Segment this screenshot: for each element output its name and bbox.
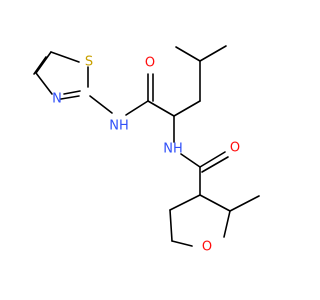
sulfur-atom-label: S	[85, 55, 93, 70]
bond-c5-c4-double	[33, 56, 47, 75]
ring-oxygen-label: O	[202, 240, 212, 255]
bond-c-amide1-ca	[147, 100, 175, 117]
bond-ch-me1	[175, 46, 201, 62]
carbonyl-oxygen-label-2: O	[230, 141, 240, 156]
bond-o-c5ring	[171, 240, 193, 247]
molecule-canvas: S N NH O NH O O	[33, 45, 260, 255]
bond-c4-n3	[35, 72, 53, 95]
bond-c5-c4	[35, 51, 52, 74]
bond-n3-c2	[63, 90, 81, 95]
molecule-structure: S N NH O NH O O	[33, 45, 260, 255]
carbonyl-oxygen-label-1: O	[145, 56, 155, 71]
bond-s1-c5	[50, 51, 80, 63]
bond-n3-c2-double	[60, 95, 80, 100]
bond-ch-me2	[199, 45, 227, 62]
bond-c-amide2-o	[199, 151, 226, 168]
amide-nh-label-1: NH	[109, 119, 129, 134]
bond-nh2-c-amide2	[180, 153, 201, 168]
amide-nh-label-2: NH	[163, 142, 183, 157]
bond-c2-nh1	[89, 95, 113, 114]
bond-nh1-c-amide1	[125, 100, 149, 116]
bond-c3-c2ring	[199, 194, 231, 212]
bond-c5ring-c4ring	[169, 209, 173, 242]
bond-c4ring-c3	[169, 194, 201, 211]
bond-c2ring-o	[223, 210, 231, 238]
bond-ca-ch2	[173, 100, 201, 117]
bond-c-amide2-o-double	[201, 156, 229, 173]
thiazole-nitrogen-label: N	[52, 92, 62, 107]
bond-c2ring-methyl	[229, 195, 260, 212]
